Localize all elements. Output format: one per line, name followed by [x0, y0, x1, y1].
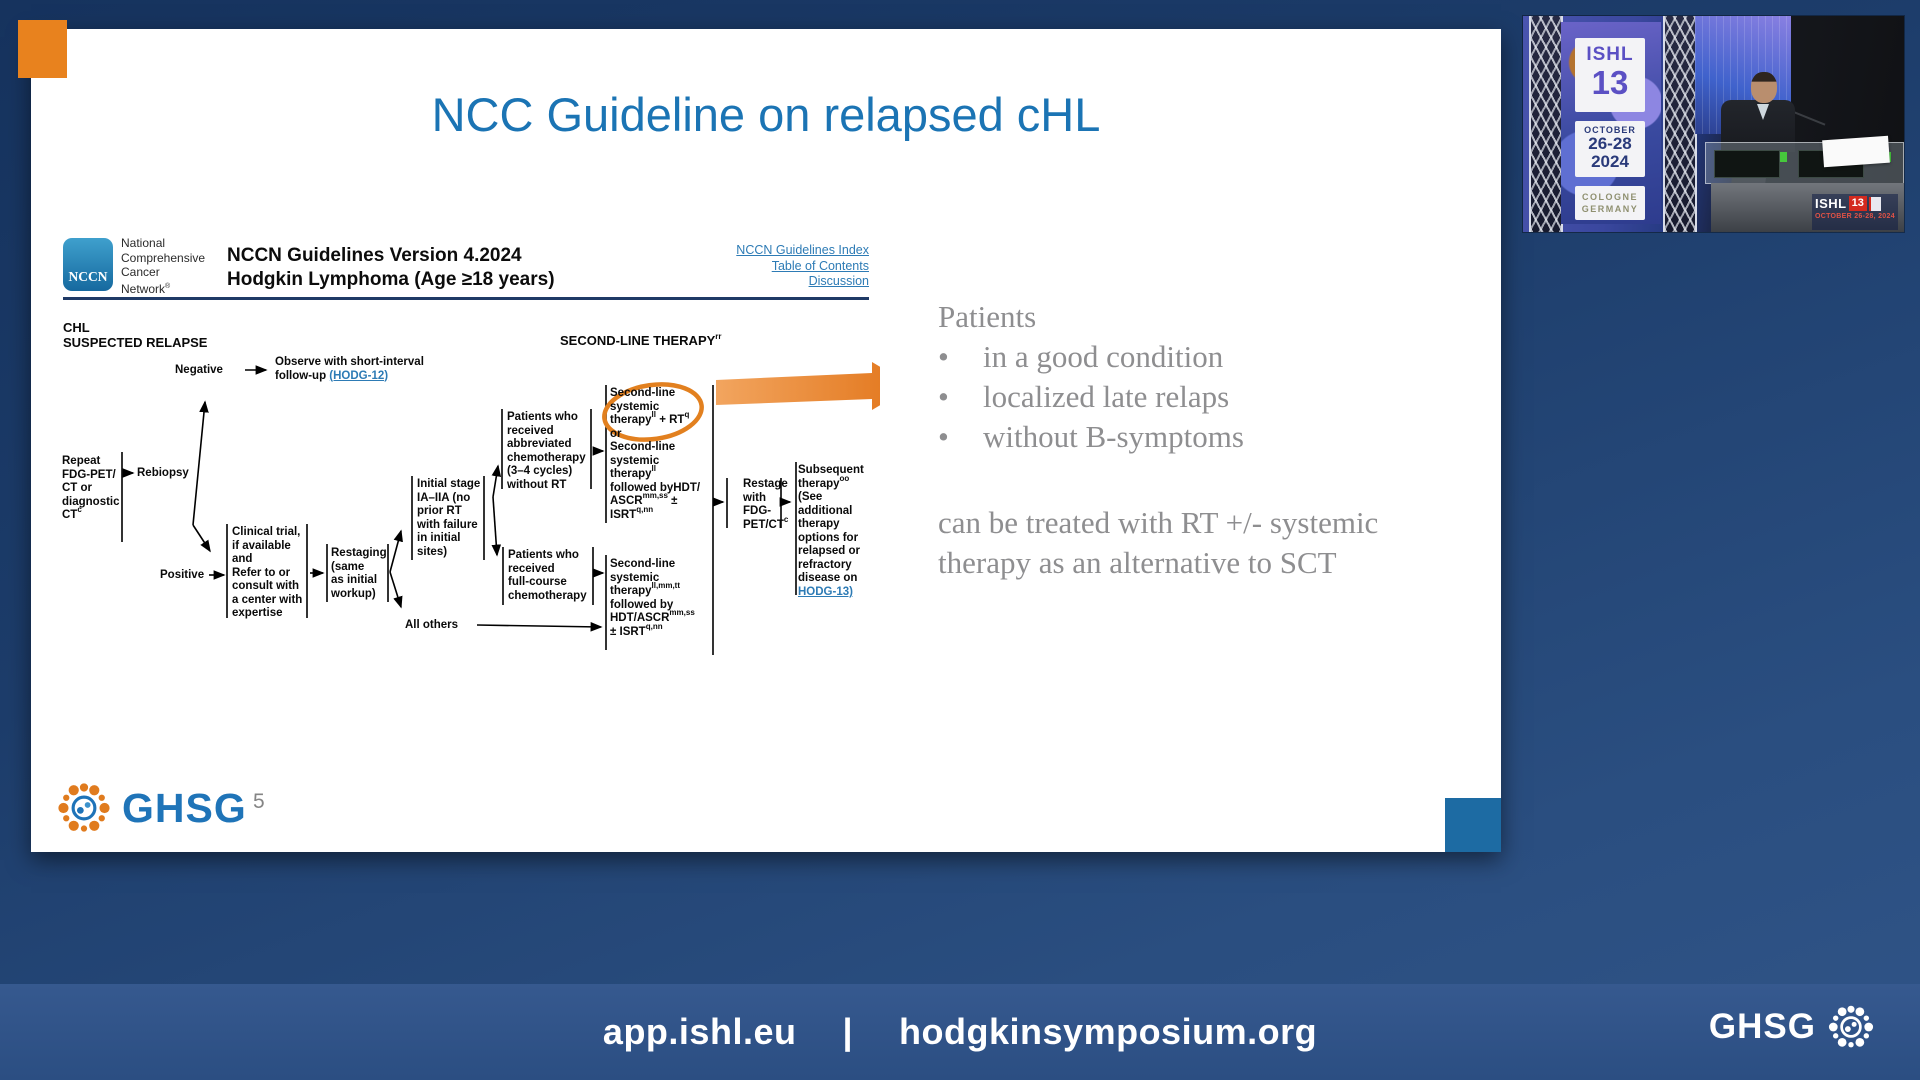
panel-bullet-1: • in a good condition: [938, 337, 1438, 377]
slide: NCC Guideline on relapsed cHL NCCN Natio…: [31, 29, 1501, 852]
banner-city: COLOGNE: [1581, 192, 1638, 202]
bullet-icon: •: [938, 379, 949, 414]
watermark-13: 13: [1848, 196, 1867, 211]
ghsg-emblem-icon: [58, 783, 110, 832]
nccn-header-divider: [63, 297, 869, 300]
flow-node-rebiopsy: Rebiopsy: [137, 467, 189, 479]
banner-date: OCTOBER 26-28 2024: [1575, 121, 1645, 177]
slide-page-number: 5: [253, 790, 265, 813]
nccn-links: NCCN Guidelines Index Table of Contents …: [736, 243, 869, 290]
nccn-disease-line: Hodgkin Lymphoma (Age ≥18 years): [227, 269, 555, 290]
footer-url-app: app.ishl.eu: [602, 1011, 797, 1052]
banner-location: COLOGNE GERMANY: [1575, 186, 1645, 220]
link-discussion[interactable]: Discussion: [808, 274, 869, 288]
flowchart-connectors: [121, 362, 880, 655]
footer-ghsg-logo: GHSG: [1709, 1002, 1876, 1052]
panel-conclusion: can be treated with RT +/- systemic ther…: [938, 505, 1379, 580]
podium-monitor: [1714, 150, 1780, 178]
nccn-logo: NCCN: [63, 238, 113, 291]
annotation-panel: Patients • in a good condition • localiz…: [938, 297, 1438, 583]
footer-bar: app.ishl.eu | hodgkinsymposium.org: [0, 984, 1920, 1080]
speaker-head: [1751, 72, 1777, 103]
speaker-video-thumbnail[interactable]: ISHL 13 OCTOBER 26-28 2024 COLOGNE GERMA…: [1523, 16, 1904, 232]
nccn-guidelines-heading: NCCN Guidelines Version 4.2024 Hodgkin L…: [227, 244, 555, 292]
ishl-banner: ISHL 13 OCTOBER 26-28 2024 COLOGNE GERMA…: [1561, 22, 1661, 224]
watermark-ishl: ISHL: [1815, 196, 1847, 211]
flow-node-positive: Positive: [160, 569, 205, 581]
stage-truss-right: [1663, 16, 1697, 232]
ishl13-watermark: ISHL 13 OCTOBER 26-28, 2024: [1812, 194, 1898, 230]
green-marker: [1780, 152, 1787, 162]
highlight-ellipse: [602, 382, 704, 442]
link-guidelines-index[interactable]: NCCN Guidelines Index: [736, 243, 869, 257]
footer-ghsg-wordmark: GHSG: [1708, 1007, 1816, 1046]
panel-bullet-2: • localized late relaps: [938, 377, 1438, 417]
banner-country: GERMANY: [1581, 204, 1639, 214]
link-table-of-contents[interactable]: Table of Contents: [771, 258, 869, 273]
flow-node-negative: Negative: [175, 364, 223, 376]
speaker-body: [1721, 100, 1795, 152]
slide-title: NCC Guideline on relapsed cHL: [431, 88, 1101, 141]
slide-orange-corner-accent: [18, 20, 67, 78]
panel-bullet-3: • without B-symptoms: [938, 417, 1438, 457]
bullet-icon: •: [938, 419, 949, 454]
banner-year: 2024: [1591, 152, 1629, 171]
banner-days: 26-28: [1588, 134, 1632, 153]
ghsg-wordmark: GHSG: [122, 784, 247, 831]
footer-urls: app.ishl.eu | hodgkinsymposium.org: [603, 1011, 1317, 1053]
banner-ishl-text: ISHL: [1586, 44, 1634, 65]
footer-separator: |: [842, 1011, 854, 1052]
flow-label-second-line-therapy: SECOND-LINE THERAPYrr: [560, 331, 722, 348]
highlight-arrow: [716, 362, 880, 410]
banner-13-text: 13: [1591, 64, 1629, 101]
panel-bullet-text: localized late relaps: [983, 379, 1230, 414]
bullet-icon: •: [938, 339, 949, 374]
flow-node-all-others: All others: [405, 619, 459, 631]
ghsg-logo: GHSG: [55, 779, 247, 837]
banner-month: OCTOBER: [1584, 125, 1636, 135]
watermark-date: OCTOBER 26-28, 2024: [1815, 213, 1895, 220]
panel-bullet-text: without B-symptoms: [983, 419, 1244, 454]
panel-bullet-text: in a good condition: [983, 339, 1224, 374]
footer-url-symposium: hodgkinsymposium.org: [899, 1011, 1318, 1052]
nccn-version-line: NCCN Guidelines Version 4.2024: [227, 245, 522, 266]
slide-corner-accent: [1445, 798, 1501, 852]
stage-truss-left: [1529, 16, 1563, 232]
speaker-name-card: [1822, 135, 1890, 168]
panel-heading: Patients: [938, 299, 1037, 334]
watermark-flag: [1868, 196, 1881, 211]
banner-ishl13: ISHL 13: [1575, 38, 1645, 112]
ghsg-emblem-icon: [1828, 1005, 1874, 1048]
